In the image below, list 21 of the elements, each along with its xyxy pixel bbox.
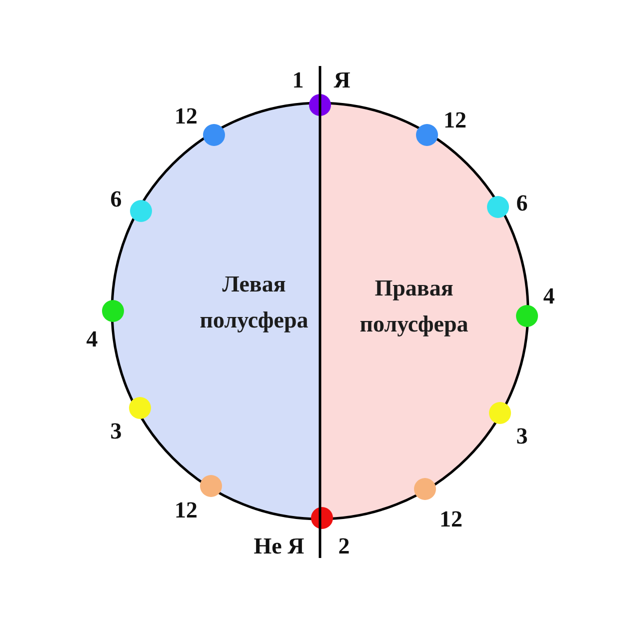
hemisphere-region (110, 101, 320, 521)
number-label: 12 (444, 108, 466, 132)
number-label: 6 (110, 188, 122, 210)
number-label: 12 (174, 498, 198, 522)
dot-icon (516, 305, 538, 327)
hemisphere-label: Правая полусфера (358, 274, 470, 338)
number-label: 4 (543, 284, 555, 308)
dot-icon (309, 94, 331, 116)
number-label: 1 (292, 68, 304, 92)
number-label: 3 (516, 424, 528, 448)
number-label: 2 (338, 534, 350, 558)
dot-icon (311, 507, 333, 529)
number-label: 4 (86, 328, 98, 350)
hemisphere-label: Левая полусфера (198, 270, 310, 334)
number-label: 6 (516, 192, 528, 214)
number-label: 12 (174, 104, 198, 128)
axis-end-label: Я (334, 68, 350, 92)
number-label: 3 (110, 420, 122, 442)
number-label: 12 (440, 508, 462, 530)
axis-end-label: Не Я (254, 534, 304, 558)
dot-icon (102, 300, 124, 322)
